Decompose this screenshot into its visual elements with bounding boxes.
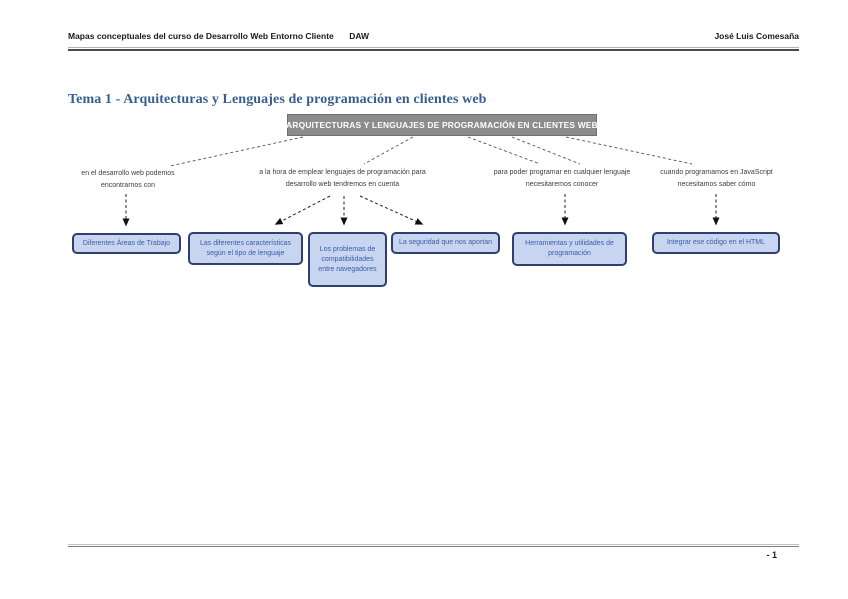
branch-label-emplear-lenguajes: a la hora de emplear lenguajes de progra… <box>259 169 426 188</box>
node-herramientas-utilidades: Herramientas y utilidades de programació… <box>512 232 627 266</box>
node-integrar-codigo-html: Integrar ese código en el HTML <box>652 232 780 254</box>
node-caracteristicas-lenguaje: Las diferentes características según el … <box>188 232 303 265</box>
header-divider <box>68 47 799 51</box>
root-concept-box: ARQUITECTURAS Y LENGUAJES DE PROGRAMACIÓ… <box>286 114 598 136</box>
node-seguridad: La seguridad que nos aportan <box>391 232 500 254</box>
page-header: Mapas conceptuales del curso de Desarrol… <box>68 31 799 45</box>
page-title: Tema 1 - Arquitecturas y Lenguajes de pr… <box>68 92 487 107</box>
node-compatibilidades-navegadores: Los problemas de compatibilidades entre … <box>308 232 387 287</box>
branch-label-poder-programar: para poder programar en cualquier lengua… <box>493 169 631 188</box>
branch-label-javascript: cuando programamos en JavaScript necesit… <box>660 169 773 188</box>
branch-label-desarrollo-web: en el desarrollo web podemos encontrarno… <box>81 170 175 189</box>
footer-divider <box>68 544 799 547</box>
header-course-title: Mapas conceptuales del curso de Desarrol… <box>68 31 334 41</box>
node-areas-de-trabajo: Diferentes Áreas de Trabajo <box>72 233 181 254</box>
header-author: José Luis Comesaña <box>714 31 799 41</box>
page-number: - 1 <box>766 550 777 560</box>
header-daw-label: DAW <box>349 31 370 41</box>
